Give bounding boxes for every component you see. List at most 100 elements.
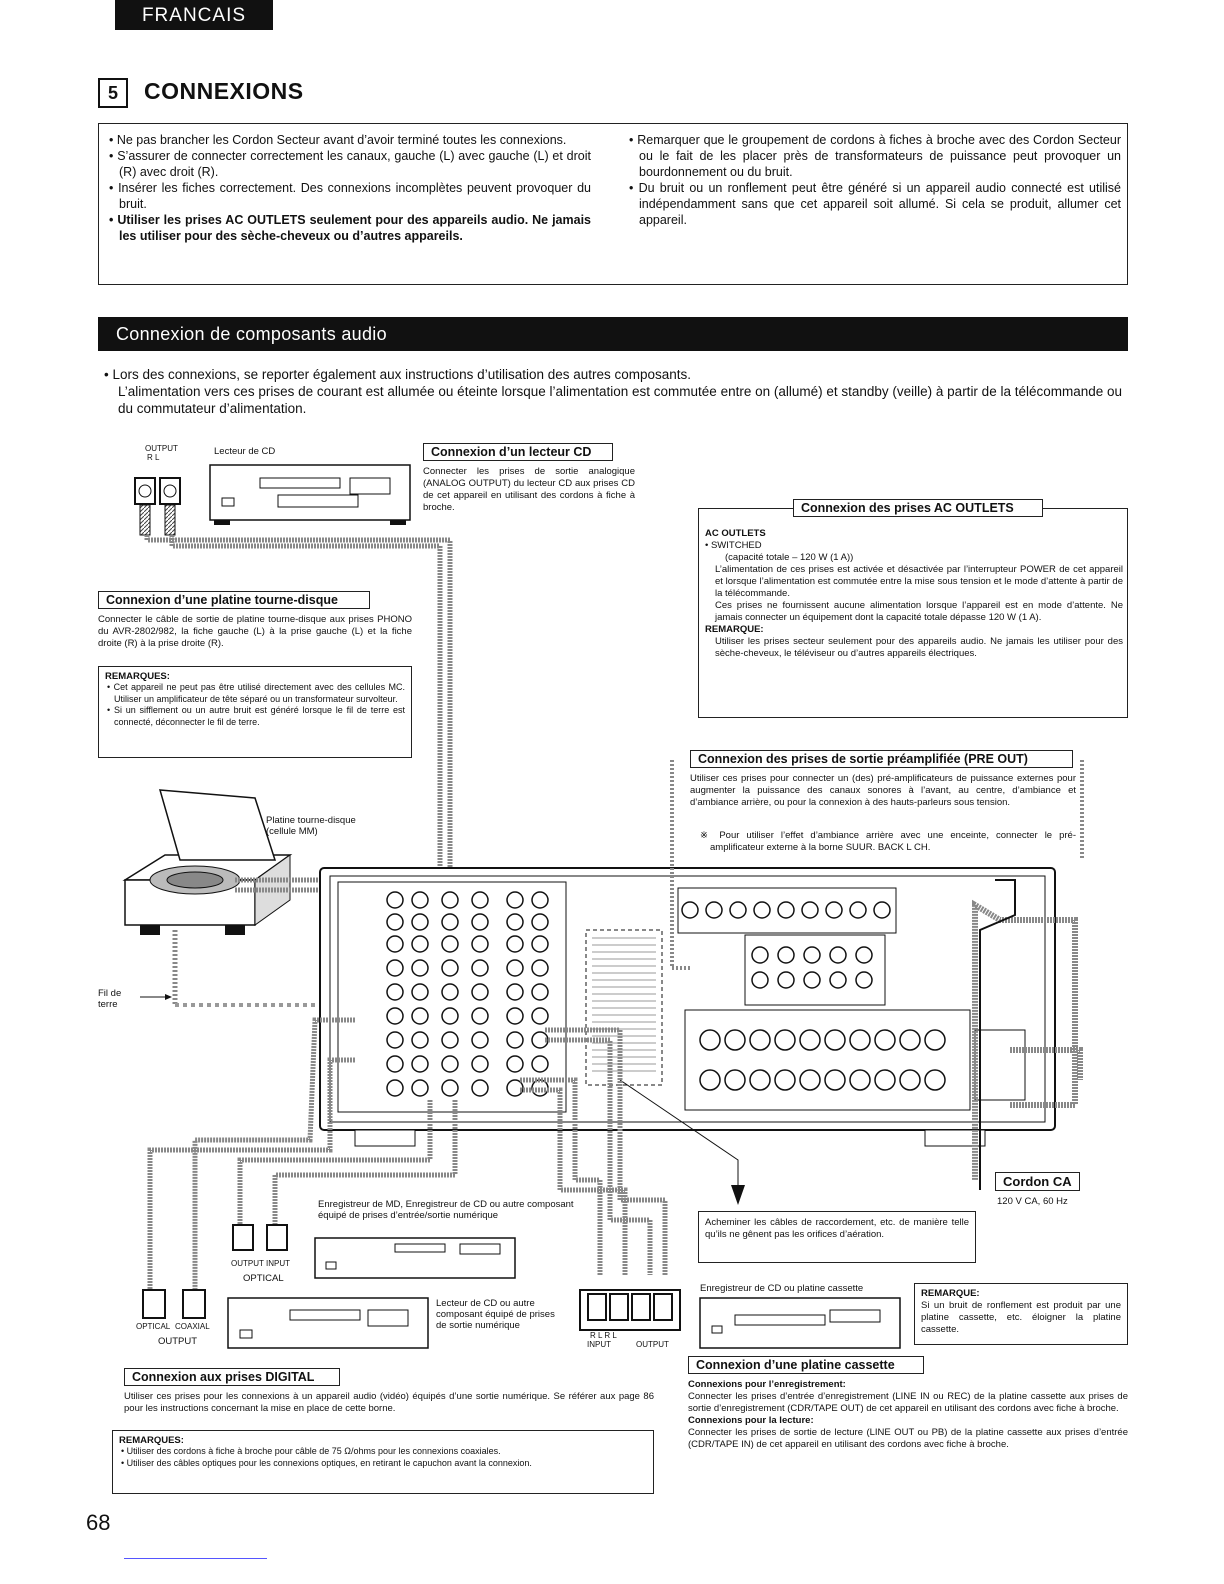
section-title: CONNEXIONS — [144, 78, 304, 104]
rca-jack — [506, 935, 524, 953]
rca-jack — [506, 959, 524, 977]
tape-input-label: INPUT — [587, 1340, 611, 1349]
warning-item: Remarquer que le groupement de cordons à… — [627, 132, 1121, 180]
warning-item: S’assurer de connecter correctement les … — [107, 148, 591, 180]
preout-note: ※ Pour utiliser l’effet d’ambiance arriè… — [700, 830, 1076, 853]
power-cord-spec: 120 V CA, 60 Hz — [997, 1196, 1068, 1207]
warnings-left: Ne pas brancher les Cordon Secteur avant… — [107, 132, 591, 244]
rca-jack — [506, 1031, 524, 1049]
rca-jack — [441, 1055, 459, 1073]
tape-remark-title: REMARQUE: — [921, 1288, 980, 1299]
speaker-terminal — [799, 1069, 821, 1091]
warnings-right: Remarquer que le groupement de cordons à… — [627, 132, 1121, 228]
rca-jack — [386, 1031, 404, 1049]
ac-heading: AC OUTLETS — [705, 528, 766, 539]
preout-jack — [705, 901, 723, 919]
cd-output-label: OUTPUT — [145, 444, 178, 453]
warning-item: Du bruit ou un ronflement peut être géné… — [627, 180, 1121, 228]
rca-jack — [441, 1007, 459, 1025]
rca-jack — [441, 935, 459, 953]
cd-player — [134, 464, 411, 536]
digital-coaxial-label: COAXIAL — [175, 1322, 210, 1331]
preout-jack — [729, 901, 747, 919]
cd-player-label: Lecteur de CD — [214, 446, 276, 457]
rca-jack — [471, 1079, 489, 1097]
speaker-terminal — [849, 1069, 871, 1091]
speaker-terminal — [749, 1069, 771, 1091]
digital-remarks: REMARQUES: • Utiliser des cordons à fich… — [112, 1430, 654, 1494]
rca-jack — [386, 913, 404, 931]
md-input-label: INPUT — [266, 1259, 290, 1268]
speaker-terminal — [774, 1029, 796, 1051]
vent-note: Acheminer les câbles de raccordement, et… — [698, 1211, 976, 1263]
speaker-terminal — [799, 1029, 821, 1051]
ac-paragraph-1: L’alimentation de ces prises est activée… — [715, 564, 1123, 599]
section-banner: Connexion de composants audio — [98, 317, 1128, 351]
digital-optical-label: OPTICAL — [136, 1322, 171, 1331]
rca-jack — [411, 1055, 429, 1073]
rca-jack — [471, 891, 489, 909]
turntable-title: Connexion d’une platine tourne-disque — [98, 591, 370, 609]
tape-output-label: OUTPUT — [636, 1340, 669, 1349]
preout-jack — [849, 901, 867, 919]
tape-remark: REMARQUE: Si un bruit de ronflement est … — [914, 1283, 1128, 1345]
cd-connection-text: Connecter les prises de sortie analogiqu… — [423, 466, 635, 513]
preout-jack — [873, 901, 891, 919]
preout-title: Connexion des prises de sortie préamplif… — [690, 750, 1073, 768]
turntable-text: Connecter le câble de sortie de platine … — [98, 614, 412, 649]
page-number: 68 — [86, 1510, 111, 1535]
turntable-device-label: Platine tourne-disque (cellule MM) — [266, 815, 356, 837]
rca-jack — [506, 1007, 524, 1025]
intro-text: Lors des connexions, se reporter égaleme… — [112, 366, 1128, 417]
warning-item: Utiliser les prises AC OUTLETS seulement… — [107, 212, 591, 244]
rca-jack — [386, 891, 404, 909]
rca-jack — [471, 913, 489, 931]
digital-source-label: Lecteur de CD ou autre composant équipé … — [436, 1298, 555, 1331]
rca-jack — [411, 935, 429, 953]
remark-text: Si un sifflement ou un autre bruit est g… — [113, 705, 405, 727]
warning-item: Ne pas brancher les Cordon Secteur avant… — [107, 132, 591, 148]
rca-jack — [531, 913, 549, 931]
ac-switched-text: SWITCHED — [710, 540, 762, 551]
warnings-box: Ne pas brancher les Cordon Secteur avant… — [98, 123, 1128, 285]
rca-jack — [531, 935, 549, 953]
rca-jack — [531, 891, 549, 909]
rca-jack — [441, 983, 459, 1001]
rca-jack — [411, 1031, 429, 1049]
md-optical-label: OPTICAL — [243, 1273, 284, 1284]
cd-rl-label: R L — [147, 453, 160, 462]
zone-jack — [803, 971, 821, 989]
rca-jack — [506, 891, 524, 909]
rca-jack — [386, 1007, 404, 1025]
language-tab: FRANCAIS — [115, 0, 273, 30]
speaker-terminal — [899, 1069, 921, 1091]
md-output-label: OUTPUT — [231, 1259, 264, 1268]
rca-jack — [441, 1031, 459, 1049]
tape-title: Connexion d’une platine cassette — [688, 1356, 924, 1374]
receiver-rear-panel — [319, 867, 1056, 1147]
speaker-terminal — [824, 1069, 846, 1091]
zone-jack — [829, 946, 847, 964]
zone-jack — [855, 971, 873, 989]
rca-jack — [386, 983, 404, 1001]
zone-jack — [855, 946, 873, 964]
speaker-terminal — [774, 1069, 796, 1091]
zone-jack — [777, 971, 795, 989]
preout-jack — [801, 901, 819, 919]
tape-rl-label: R L R L — [590, 1331, 617, 1340]
turntable-remark-1: • Cet appareil ne peut pas être utilisé … — [107, 682, 405, 704]
tape-play-heading: Connexions pour la lecture: — [688, 1415, 814, 1426]
ac-paragraph-2: Ces prises ne fournissent aucune aliment… — [715, 600, 1123, 623]
power-cord-title: Cordon CA — [995, 1172, 1080, 1191]
ground-wire-label: Fil de terre — [98, 988, 122, 1010]
rca-jack — [386, 1055, 404, 1073]
rca-jack — [411, 1007, 429, 1025]
zone-jack — [803, 946, 821, 964]
speaker-terminal — [749, 1029, 771, 1051]
rca-jack — [411, 983, 429, 1001]
rca-jack — [441, 913, 459, 931]
speaker-terminal — [924, 1029, 946, 1051]
cd-connection-title: Connexion d’un lecteur CD — [423, 443, 613, 461]
digital-source-player — [142, 1289, 429, 1349]
rca-jack — [411, 891, 429, 909]
